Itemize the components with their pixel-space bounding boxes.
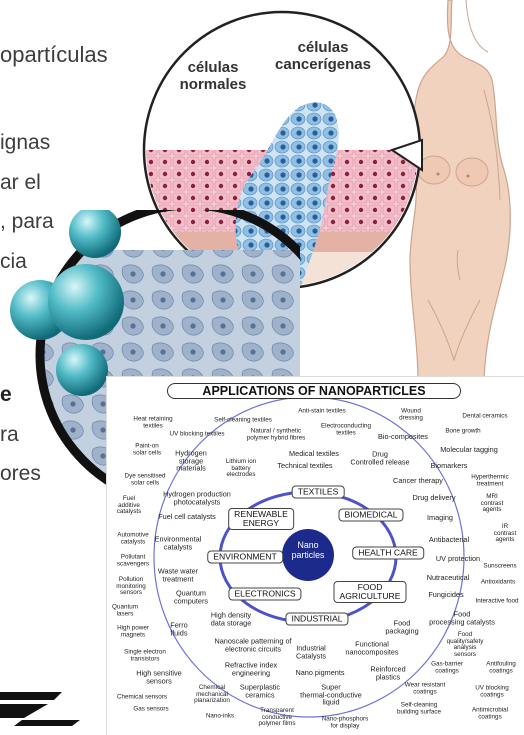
app-antibacterial: Antibacterial [428,535,470,545]
app-transparent-films: Transparent conductive polymer films [258,707,296,728]
applications-infographic: APPLICATIONS OF NANOPARTICLES Nano parti… [106,376,524,735]
slide-text-line-6: e [0,383,12,406]
app-ferro-fluids: Ferro fluids [170,620,188,637]
slide-text-line-1: opartículas [0,42,108,67]
slide-text-line-4: , para [0,210,54,233]
logo-mark [0,692,80,726]
app-chemical-sensors: Chemical sensors [116,693,168,701]
app-antifouling: Antifouling coatings [486,660,516,674]
app-food-quality: Food quality/safety analysis sensors [446,630,484,658]
app-fungicides: Fungicides [428,590,464,600]
app-medical-textiles: Medical textiles [289,449,339,459]
category-environment: ENVIRONMENT [207,550,283,564]
app-functional-nanocomposites: Functional nanocomposites [345,639,399,656]
nanoparticle-sphere [48,264,124,340]
breast-right [455,157,489,187]
center-label: Nano particles [291,540,325,561]
app-antioxidants: Antioxidants [480,578,516,586]
category-textiles: TEXTILES [291,485,345,499]
app-refractive-index: Refractive index engineering [224,660,278,677]
app-hydrogen-production: Hydrogen production photocatalysts [163,489,231,506]
app-uv-blocking-textiles: UV blocking textiles [169,430,225,438]
body-illustration [409,0,511,380]
app-uv-blocking-coatings: UV blocking coatings [475,684,509,698]
app-hydrogen-storage: Hydrogen storage materials [175,448,207,473]
app-self-cleaning-textiles: Self-cleaning textiles [214,416,272,424]
app-cancer-therapy: Cancer therapy [393,476,443,486]
app-fuel-additive: Fuel additive catalysts [116,495,142,516]
app-self-cleaning-building: Self-cleaning building surface [396,701,442,715]
category-food-agriculture: FOOD AGRICULTURE [333,580,407,604]
app-heat-retaining: Heat retaining textiles [133,415,173,429]
app-antimicrobial: Antimicrobial coatings [471,706,509,720]
app-biomarkers: Biomarkers [430,461,468,471]
app-food-processing: Food processing catalysts [429,609,495,626]
app-gas-barrier: Gas-barrier coatings [431,660,463,674]
app-sunscreens: Sunscreens [483,562,517,570]
app-wear-resistant: Wear resistant coatings [404,681,446,695]
app-uv-protection: UV protection [435,554,481,564]
app-high-power-magnets: High power magnets [117,624,149,638]
app-bio-composites: Bio-composites [378,432,428,442]
app-mri-contrast: MRI contrast agents [480,493,504,514]
app-cmp: Chemical mechanical planarization [194,684,230,705]
app-technical-textiles: Technical textiles [277,461,333,471]
infographic-title: APPLICATIONS OF NANOPARTICLES [167,383,461,399]
app-ir-contrast: IR contrast agents [493,523,517,544]
app-high-sensitive-sensors: High sensitive sensors [136,668,182,685]
app-wound-dressing: Wound dressing [399,407,423,421]
category-industrial: INDUSTRIAL [285,612,349,626]
app-nano-phosphors: Nano-phosphors for display [321,715,369,729]
app-hyperthermic: Hyperthermic treatment [471,473,509,487]
app-nano-inks: Nano-inks [205,712,235,720]
app-food-packaging: Food packaging [385,618,419,635]
app-quantum-lasers: Quantum lasers [112,603,138,617]
app-superplastic-ceramics: Superplastic ceramics [239,682,281,699]
app-dental-ceramics: Dental ceramics [462,412,508,420]
app-high-density-storage: High density data storage [210,610,252,627]
slide-text-line-7: ra [0,423,19,446]
app-reinforced-plastics: Reinforced plastics [370,664,406,681]
app-waste-water: Waste water treatment [157,566,199,583]
app-gas-sensors: Gas sensors [133,705,169,713]
label-normal-cells: células normales [179,59,247,93]
category-electronics: ELECTRONICS [228,587,302,601]
app-dye-sensitised: Dye sensitised solar cells [124,472,166,486]
app-drug-controlled-release: Drug Controlled release [350,449,410,466]
category-health-care: HEALTH CARE [352,546,424,560]
app-lithium-ion: Lithium ion battery electrodes [225,458,257,479]
slide-text-line-8: ores [0,462,41,485]
center-circle [282,529,334,581]
app-pollutant-scavengers: Pollutant scavengers [116,553,150,567]
app-natural-synthetic: Natural / synthetic polymer hybrid fibre… [246,427,306,441]
app-nanoscale-patterning: Nanoscale patterning of electronic circu… [214,636,292,653]
app-molecular-tagging: Molecular tagging [440,445,498,455]
app-nano-pigments: Nano pigments [295,668,345,678]
app-pollution-monitoring: Pollution monitoring sensors [116,576,146,597]
category-biomedical: BIOMEDICAL [338,508,404,522]
app-fuel-cell-catalysts: Fuel cell catalysts [158,512,216,522]
app-quantum-computers: Quantum computers [173,588,209,605]
app-paint-on-solar: Paint-on solar cells [133,442,161,456]
slide-text-line-5: cia [0,250,27,273]
app-imaging: Imaging [427,513,453,523]
nanoparticle-sphere [56,344,108,396]
nanoparticle-sphere [69,210,121,258]
app-anti-stain: Anti-stain textiles [298,407,346,415]
slide-text-line-3: ar el [0,171,41,194]
app-interactive-food: Interactive food [475,597,519,605]
slide-text-line-2: ignas [0,131,51,154]
app-industrial-catalysts: Industrial Catalysts [295,643,327,660]
app-single-electron: Single electron transistors [124,648,166,662]
app-automotive-catalysts: Automotive catalysts [117,531,149,545]
app-electroconducting: Electroconducting textiles [320,422,372,436]
label-cancer-cells: células cancerígenas [275,39,371,73]
category-renewable-energy: RENEWABLE ENERGY [228,507,294,531]
app-drug-delivery: Drug delivery [412,493,456,503]
app-bone-growth: Bone growth [445,427,481,435]
app-super-thermal: Super thermal-conductive liquid [300,682,362,707]
app-environmental-catalysts: Environmental catalysts [154,534,202,551]
app-nutraceutical: Nutraceutical [426,573,470,583]
